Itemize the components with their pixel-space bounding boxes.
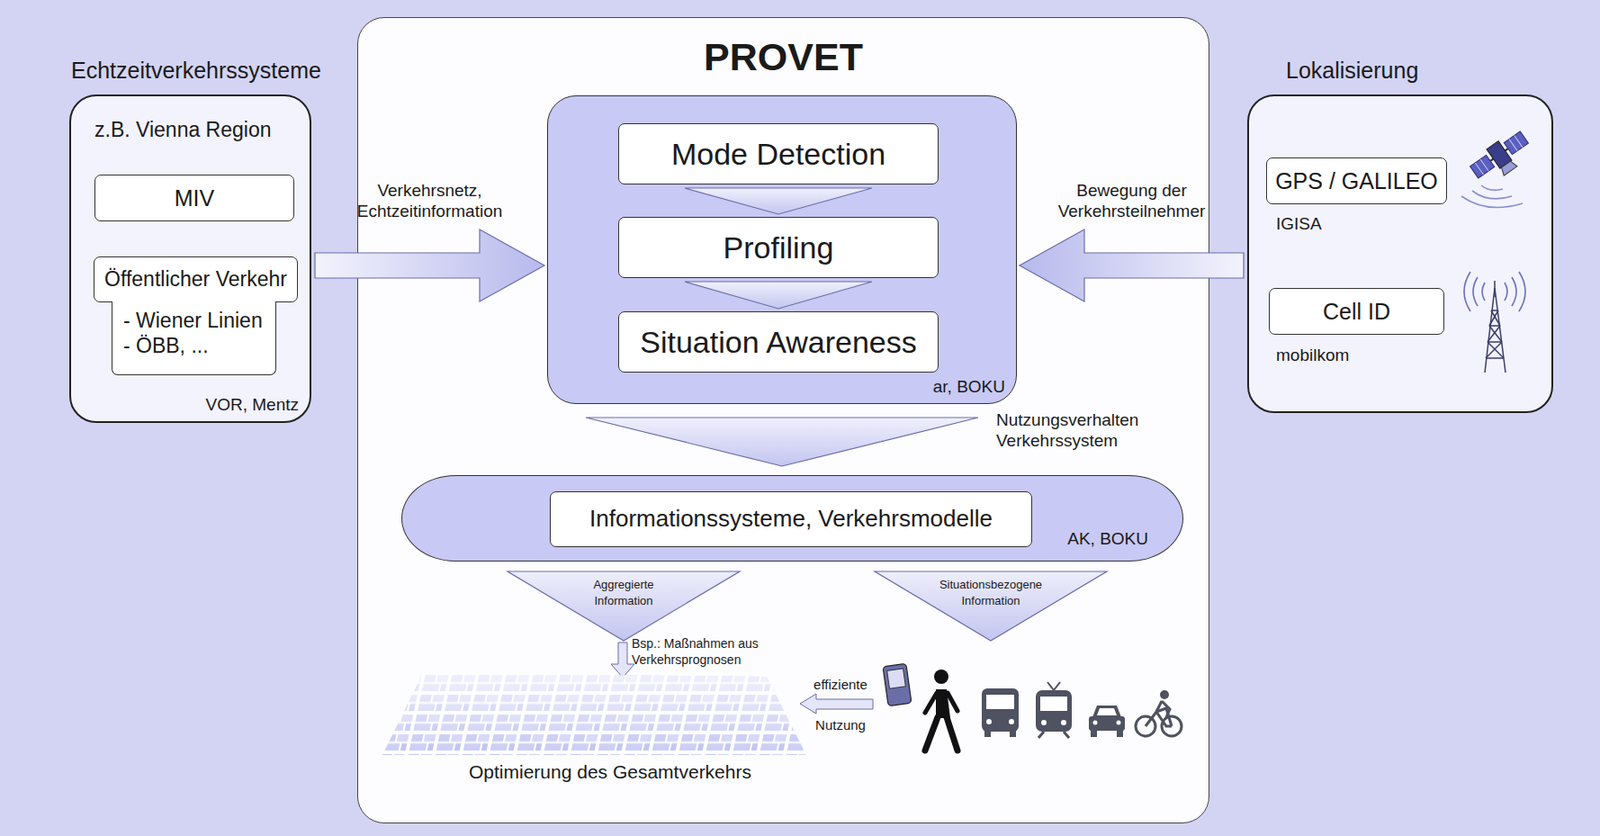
cell-tower-icon xyxy=(1484,280,1506,373)
annotation: Bsp.: Maßnahmen aus Verkehrsprognosen xyxy=(631,636,759,667)
label-slot: Nutzung xyxy=(791,717,890,734)
city-map xyxy=(382,673,807,756)
satellite-icon xyxy=(1467,127,1537,189)
flow-arrow xyxy=(1019,229,1244,302)
annotation: Nutzung xyxy=(815,717,866,733)
label-text: Lokalisierung xyxy=(1285,57,1419,83)
flow-arrow xyxy=(684,188,872,215)
edge-label-slot: Verkehrsnetz, Echtzeitinformation xyxy=(340,180,521,223)
edge-label: Nutzungsverhalten Verkehrssystem xyxy=(996,410,1139,450)
text-slot: ar, BOKU xyxy=(933,377,1006,398)
label-text: Öffentlicher Verkehr xyxy=(104,267,288,293)
list-box: - Wiener Linien - ÖBB, ... xyxy=(111,301,277,376)
pda-icon xyxy=(882,663,912,706)
label-slot: effiziente xyxy=(791,676,890,693)
signal-arcs xyxy=(1461,185,1523,208)
text-slot: z.B. Vienna Region xyxy=(94,117,272,144)
label-text: ar, BOKU xyxy=(933,377,1006,396)
process-box: MIV xyxy=(94,174,295,222)
label-text: Echtzeitverkehrssysteme xyxy=(71,57,322,83)
edge-label-slot: Nutzungsverhalten Verkehrssystem xyxy=(996,410,1168,452)
label-text: Situation Awareness xyxy=(639,323,917,361)
label-text: Profiling xyxy=(723,229,835,267)
process-box: Profiling xyxy=(618,216,939,279)
flow-arrow xyxy=(684,281,872,309)
flow-arrow xyxy=(314,229,545,302)
label-slot: Bsp.: Maßnahmen aus Verkehrsprognosen xyxy=(631,635,790,668)
edge-label: Bewegung der Verkehrsteilnehmer xyxy=(1058,180,1206,221)
pedestrian-icon xyxy=(925,669,958,751)
edge-label-slot: Bewegung der Verkehrsteilnehmer xyxy=(1042,180,1223,223)
annotation: effiziente xyxy=(813,676,868,693)
label-text: GPS / GALILEO xyxy=(1275,167,1439,195)
label-text: Cell ID xyxy=(1322,297,1391,325)
label-text: Informationssysteme, Verkehrsmodelle xyxy=(589,504,993,533)
panel: Echtzeitverkehrssystemez.B. Vienna Regio… xyxy=(69,94,312,423)
label-text: PROVET xyxy=(703,35,863,79)
label-text: z.B. Vienna Region xyxy=(94,117,272,142)
use-arrow xyxy=(800,693,873,714)
label-text: AK, BOKU xyxy=(1067,529,1149,549)
info-triangle xyxy=(874,571,1107,641)
process-box: Informationssysteme, Verkehrsmodelle xyxy=(549,491,1033,548)
bicycle-icon xyxy=(1135,690,1182,737)
text-slot: Lokalisierung xyxy=(1285,56,1419,84)
core-module: ar, BOKU Mode DetectionProfilingSituation… xyxy=(547,95,1017,405)
text-slot: Echtzeitverkehrssysteme xyxy=(71,56,322,84)
bus-icon xyxy=(981,688,1019,738)
annotation: Optimierung des Gesamtverkehrs xyxy=(468,761,752,783)
text-slot: PROVET xyxy=(358,34,1209,81)
down-arrow xyxy=(611,642,635,678)
process-box: Situation Awareness xyxy=(618,311,939,373)
module-band: AK, BOKU Informationssysteme, Verkehrsmod… xyxy=(401,475,1184,562)
city-fade xyxy=(382,673,807,756)
annotation: IGISA xyxy=(1276,214,1322,234)
label-slot: IGISA xyxy=(1276,214,1322,235)
text-slot: VOR, Mentz xyxy=(206,395,299,416)
process-box: Mode Detection xyxy=(618,123,939,185)
flow-arrow xyxy=(585,417,979,467)
label-slot: mobilkom xyxy=(1276,345,1349,367)
edge-label: Verkehrsnetz, Echtzeitinformation xyxy=(357,180,504,221)
label-text: MIV xyxy=(174,184,215,212)
text-slot: AK, BOKU xyxy=(1067,529,1149,550)
process-box: GPS / GALILEO xyxy=(1266,157,1448,205)
label-slot: Optimierung des Gesamtverkehrs xyxy=(412,760,809,783)
process-box: Öffentlicher Verkehr xyxy=(93,256,298,303)
process-box: Cell ID xyxy=(1268,287,1445,335)
radio-arcs xyxy=(1464,271,1526,312)
info-triangle xyxy=(507,571,740,641)
label-text: Mode Detection xyxy=(671,135,886,173)
annotation: mobilkom xyxy=(1276,345,1349,365)
label-text: VOR, Mentz xyxy=(206,395,299,414)
text-slot: - Wiener Linien - ÖBB, ... xyxy=(123,308,268,359)
car-icon xyxy=(1088,705,1125,738)
tram-icon xyxy=(1035,682,1072,738)
label-text: - Wiener Linien - ÖBB, ... xyxy=(123,308,263,358)
